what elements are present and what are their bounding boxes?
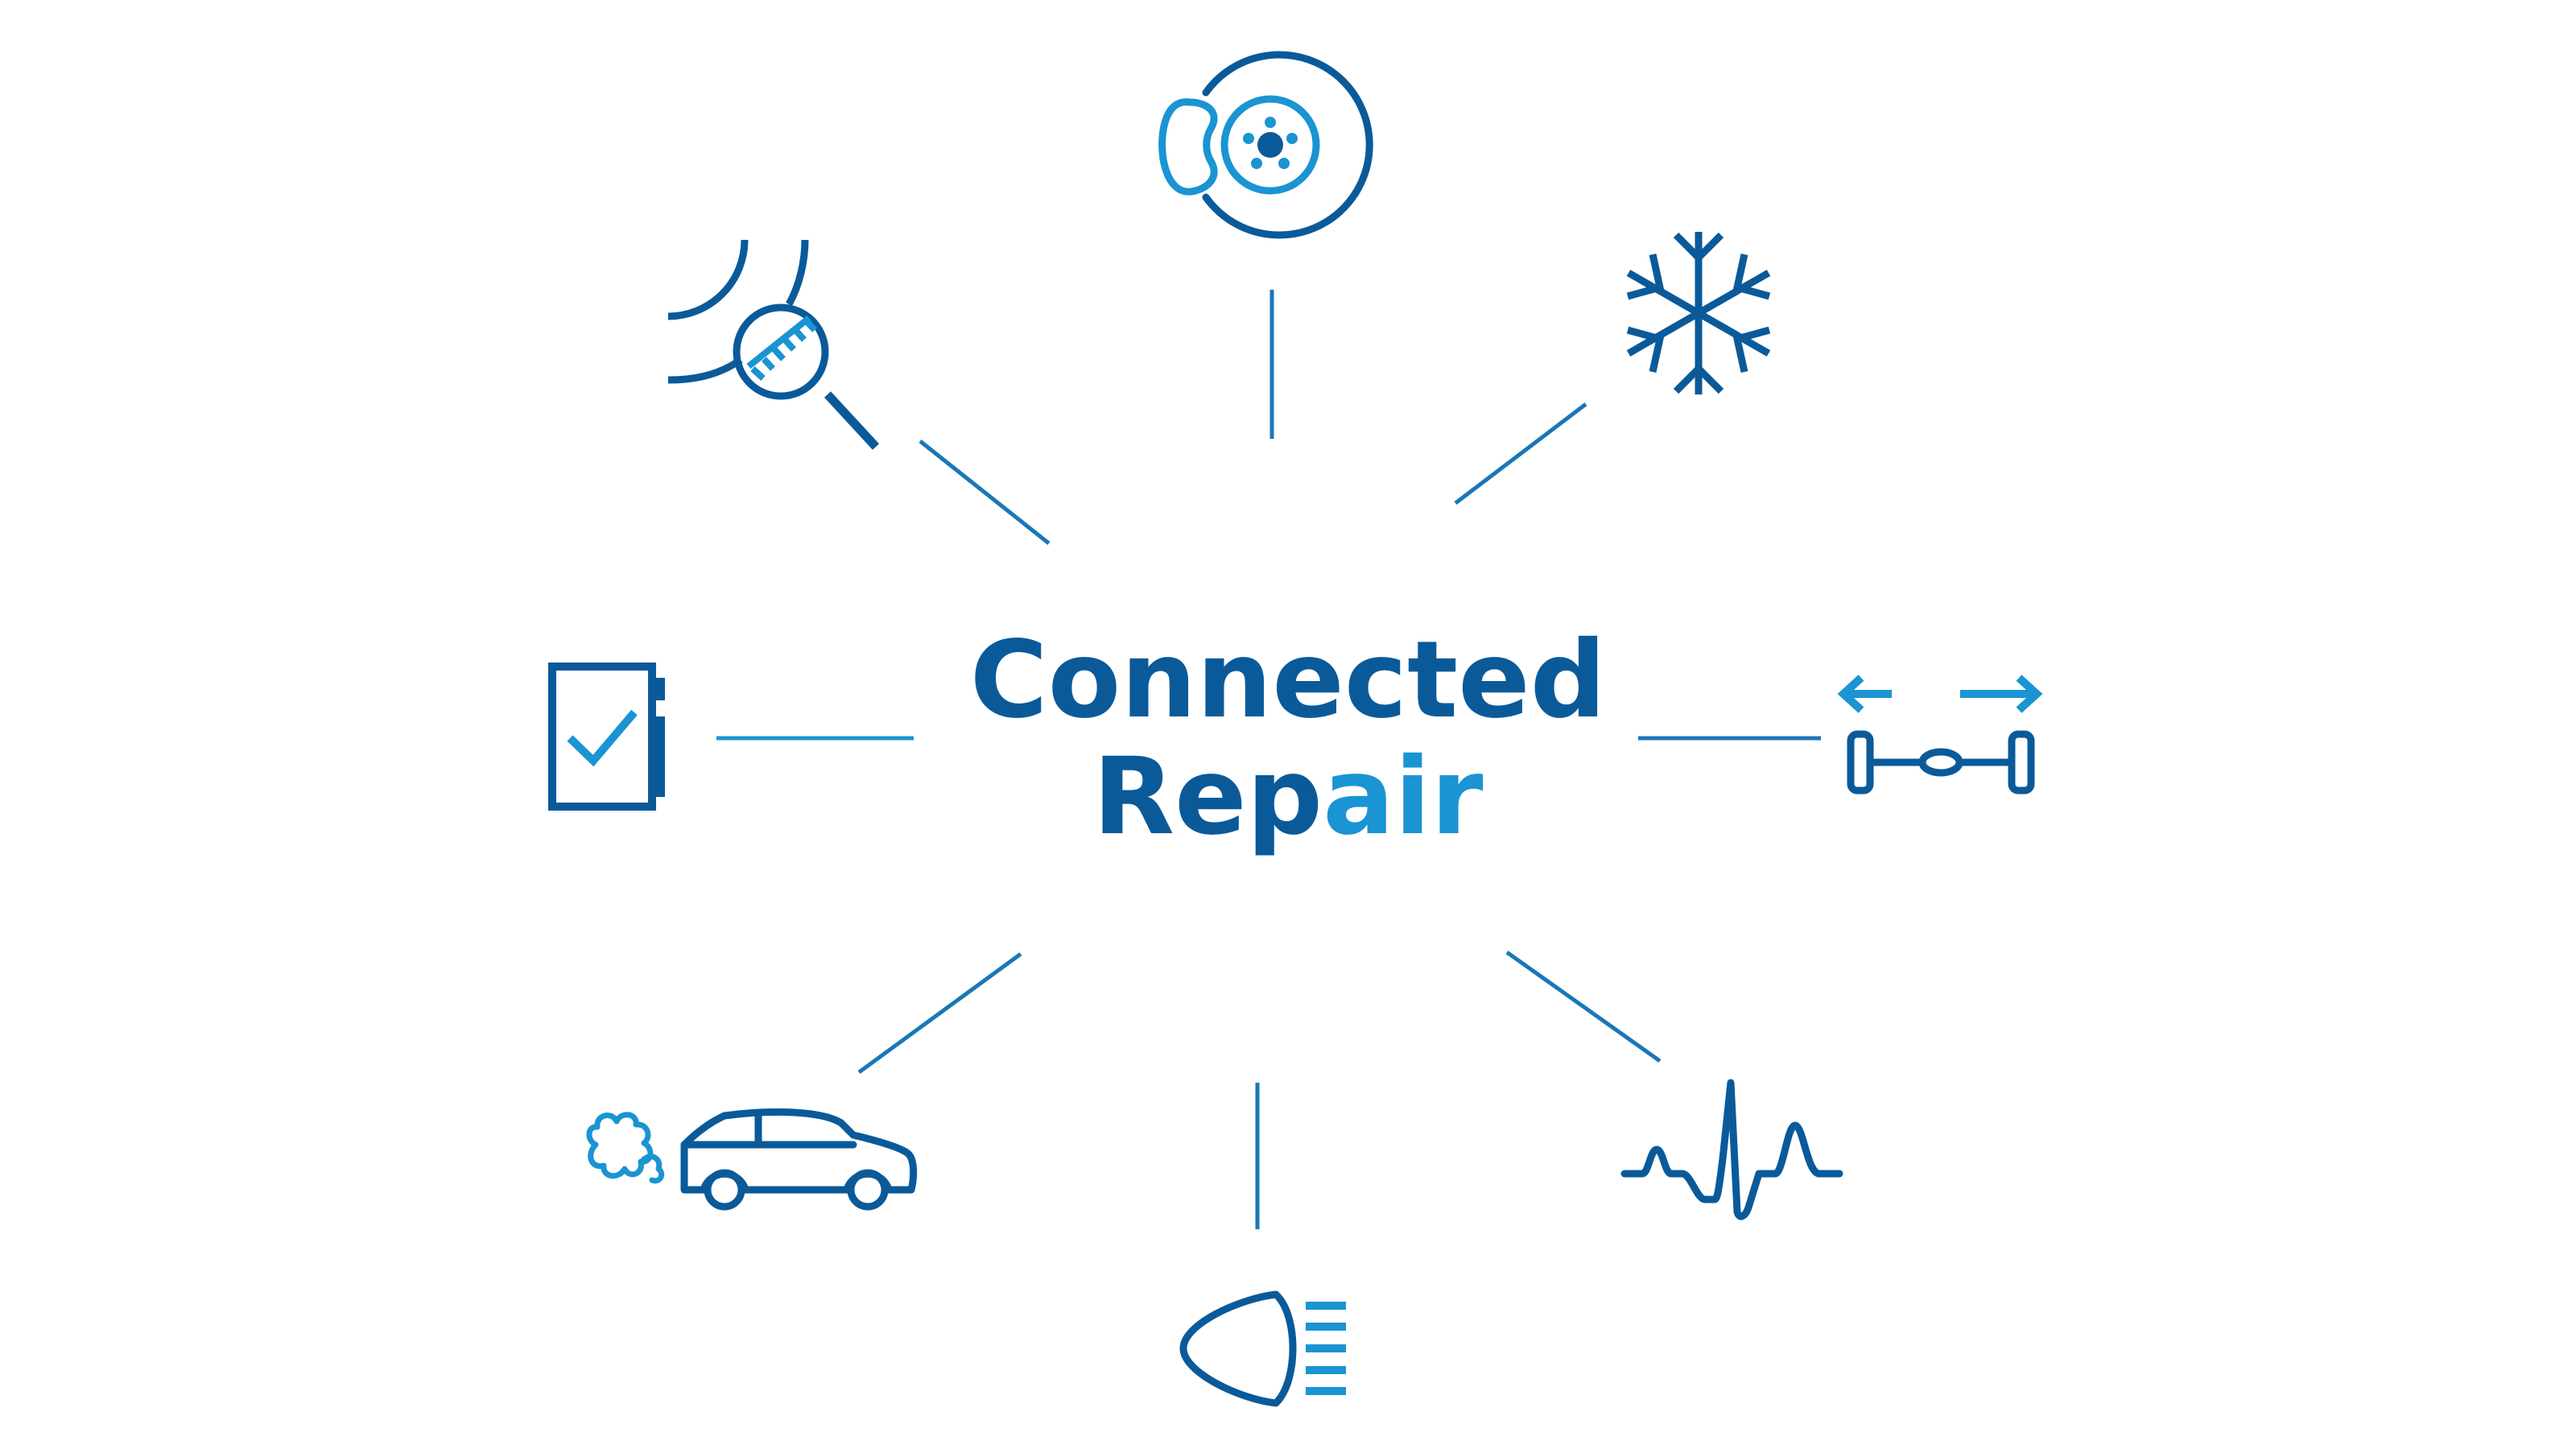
ecg-waveform-icon — [1620, 1079, 1843, 1220]
brake-disc-icon — [1158, 51, 1373, 239]
connector-top-right — [1454, 402, 1587, 505]
diagnostic-checklist-icon — [548, 663, 665, 811]
snowflake-icon — [1626, 232, 1771, 394]
wiper-inspection-icon — [667, 239, 880, 450]
connector-bottom-right — [1505, 950, 1662, 1063]
connector-top-left — [919, 440, 1051, 545]
title-line-1: Connected — [970, 618, 1606, 742]
center-title: Connected Repair — [970, 618, 1606, 859]
connector-bottom-left — [857, 952, 1022, 1075]
title-line-2-part-2: air — [1323, 735, 1483, 859]
car-exhaust-icon — [586, 1108, 918, 1211]
headlight-icon — [1179, 1290, 1346, 1407]
title-line-2-part-1: Rep — [1092, 735, 1323, 859]
connector-lines — [716, 290, 1821, 1229]
title-line-2: Repair — [1092, 735, 1483, 859]
wheel-alignment-icon — [1837, 675, 2043, 795]
